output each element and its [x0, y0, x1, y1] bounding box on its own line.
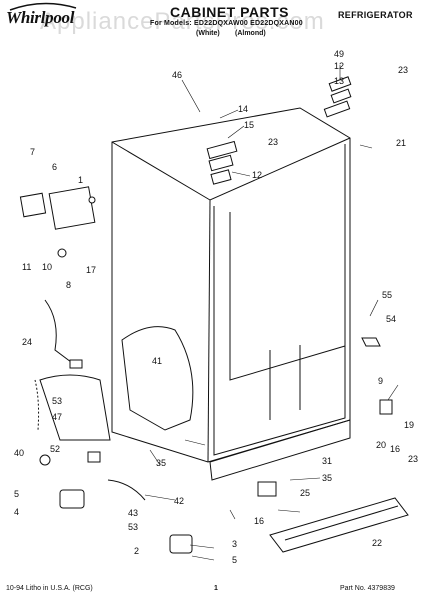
callout-c21: 21 — [396, 138, 406, 148]
callout-c8: 8 — [66, 280, 71, 290]
callout-c10: 10 — [42, 262, 52, 272]
watermark: AppliancePartsPros.com — [40, 8, 325, 35]
callout-c7: 7 — [30, 147, 35, 157]
callout-c9: 9 — [378, 376, 383, 386]
callout-c14: 14 — [238, 104, 248, 114]
header: AppliancePartsPros.com Whirlpool CABINET… — [0, 0, 432, 46]
callout-c49: 49 — [334, 49, 344, 59]
callout-c16b: 16 — [254, 516, 264, 526]
callout-c55: 55 — [382, 290, 392, 300]
callout-c23c: 23 — [408, 454, 418, 464]
callout-c46: 46 — [172, 70, 182, 80]
category-label: REFRIGERATOR — [338, 10, 413, 20]
page-title: CABINET PARTS — [170, 4, 290, 20]
color-white: (White) — [196, 30, 220, 37]
callout-c43: 43 — [128, 508, 138, 518]
callout-c12a: 12 — [252, 170, 262, 180]
side-cutout — [121, 326, 194, 431]
defrost-heater — [39, 374, 111, 441]
callout-c4: 4 — [14, 507, 19, 517]
callout-c41: 41 — [152, 356, 162, 366]
callout-c47: 47 — [52, 412, 62, 422]
callout-c35a: 35 — [156, 458, 166, 468]
footer-litho: 10-94 Litho in U.S.A. (RCG) — [6, 585, 93, 592]
callout-c19: 19 — [404, 420, 414, 430]
toe-grille — [269, 497, 409, 553]
logo-swoosh-icon — [9, 2, 77, 11]
callout-c24: 24 — [22, 337, 32, 347]
callout-c20: 20 — [376, 440, 386, 450]
callout-c2: 2 — [134, 546, 139, 556]
callout-c16a: 16 — [390, 444, 400, 454]
callout-c11: 11 — [22, 262, 31, 272]
callout-c3: 3 — [232, 539, 237, 549]
callout-c17: 17 — [86, 265, 96, 275]
callout-c15: 15 — [244, 120, 254, 130]
callout-c6: 6 — [52, 162, 57, 172]
callout-c31: 31 — [322, 456, 332, 466]
callout-c25: 25 — [300, 488, 310, 498]
callout-c1: 1 — [78, 175, 83, 185]
callout-c52: 52 — [50, 444, 60, 454]
color-almond: (Almond) — [235, 30, 266, 37]
callout-c5b: 5 — [232, 555, 237, 565]
callout-c23b: 23 — [398, 65, 408, 75]
footer-page-number: 1 — [214, 585, 218, 592]
callout-c5: 5 — [14, 489, 19, 499]
callout-c13: 13 — [334, 76, 344, 86]
callout-c53b: 53 — [128, 522, 138, 532]
drain-tube — [107, 479, 146, 501]
callout-c54: 54 — [386, 314, 396, 324]
callout-c42: 42 — [174, 496, 184, 506]
footer-part-number: Part No. 4379839 — [340, 585, 395, 592]
callout-c35b: 35 — [322, 473, 332, 483]
brand-logo: Whirlpool — [6, 8, 75, 27]
hinge-top-plate — [206, 140, 238, 160]
callout-c23a: 23 — [268, 137, 278, 147]
callout-c40: 40 — [14, 448, 24, 458]
control-housing — [48, 186, 96, 230]
model-line: For Models: ED22DQXAW00 ED22DQXAN00 — [150, 20, 303, 27]
callout-c12b: 12 — [334, 61, 344, 71]
callout-c22: 22 — [372, 538, 382, 548]
callout-c53a: 53 — [52, 396, 62, 406]
